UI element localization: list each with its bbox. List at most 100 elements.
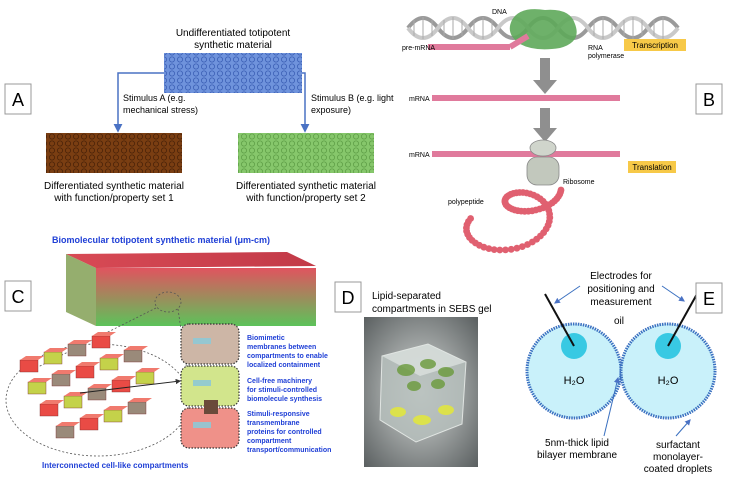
pre-mrna-strand-rise	[508, 33, 530, 50]
compartment-cube	[75, 365, 95, 379]
panel-d-letter: D	[342, 288, 355, 308]
pre-mrna-label: pre-mRNA	[402, 45, 435, 52]
gel-green-compartments	[397, 359, 454, 391]
compartment-cube	[67, 343, 87, 357]
mrna-label-1: mRNA	[409, 96, 430, 103]
bilayer-label-2: bilayer membrane	[537, 450, 617, 461]
electrodes-label-1: Electrodes for	[590, 271, 652, 282]
compartment-cube-top	[20, 356, 44, 360]
compartment-cube	[91, 335, 111, 349]
droplet-right	[619, 322, 717, 420]
electrode-wire-right	[667, 293, 698, 347]
gel-yellow-compartments	[390, 405, 454, 425]
compartment-cluster	[19, 332, 160, 439]
compartment-cube	[55, 425, 75, 439]
rna-polymerase-label-1: RNA	[588, 45, 603, 52]
compartment-cube	[135, 371, 155, 385]
top-material-label-1: Undifferentiated totipotent	[176, 28, 291, 39]
surfactant-label-1: surfactant	[656, 440, 700, 451]
compartment-cube-top	[68, 340, 92, 344]
differentiated-material-2	[238, 133, 374, 173]
stimulus-a-label-2: mechanical stress)	[123, 105, 198, 115]
ribosome-small-subunit	[529, 139, 557, 157]
amino-acid-bead	[507, 245, 515, 253]
amino-acid-bead	[513, 244, 521, 252]
stimulus-b-label-1: Stimulus B (e.g. light	[311, 93, 394, 103]
compartment-cube	[111, 379, 131, 393]
amino-acid-bead	[502, 246, 509, 254]
compartment-cube	[79, 417, 99, 431]
note-2-line-1: Cell-free machinery	[247, 378, 312, 385]
oil-label: oil	[614, 316, 624, 327]
mrna-strand-2	[432, 151, 620, 157]
zoom-source-circle	[154, 291, 182, 313]
material-block-side	[66, 254, 96, 326]
panel-a-letter-box	[4, 83, 32, 115]
compartment-cube	[43, 351, 63, 365]
note-1-line-1: Biomimetic	[247, 335, 285, 342]
compartment-cube-top	[104, 406, 128, 410]
polypeptide-label: polypeptide	[448, 199, 484, 206]
set-2-label-2: with function/property set 2	[245, 193, 366, 204]
panel-c-title: Biomolecular totipotent synthetic materi…	[52, 235, 270, 245]
machinery-glyph-2	[193, 380, 211, 386]
compartment-cube	[51, 373, 71, 387]
transcription-label: Transcription	[632, 41, 678, 50]
compartment-cube-top	[56, 422, 80, 426]
compartment-cube-top	[52, 370, 76, 374]
mrna-strand-1	[432, 95, 620, 101]
electrodes-label-2: positioning and	[587, 284, 654, 295]
surfactant-pointer	[675, 419, 691, 437]
panel-c: Biomolecular totipotent synthetic materi…	[4, 235, 331, 470]
compartment-cube-top	[92, 332, 116, 336]
machinery-glyph-3	[193, 422, 211, 428]
dna-label: DNA	[492, 9, 507, 16]
material-block-front	[96, 268, 316, 326]
panel-e: Electrodes for positioning and measureme…	[525, 271, 723, 475]
compartment-cube	[99, 357, 119, 371]
panel-a: Undifferentiated totipotent synthetic ma…	[4, 28, 394, 204]
stimulus-b-arrow	[300, 72, 310, 133]
note-3-line-3: proteins for controlled	[247, 429, 322, 436]
compartment-cube-top	[76, 362, 100, 366]
photo-caption-2: compartments in SEBS gel	[372, 304, 492, 315]
panel-c-letter: C	[12, 287, 25, 307]
differentiated-material-1	[46, 133, 182, 173]
amino-acid-bead	[524, 241, 531, 248]
bilayer-label-1: 5nm-thick lipid	[545, 438, 609, 449]
compartment-cube	[103, 409, 123, 423]
electrode-pointer-right	[661, 285, 685, 302]
electrodes-label-3: measurement	[590, 297, 651, 308]
ribosome-large-subunit	[526, 156, 560, 186]
note-2-line-2: for stimuli-controlled	[247, 387, 317, 394]
photo-caption-1: Lipid-separated	[372, 291, 441, 302]
polypeptide-chain	[463, 186, 565, 254]
note-1-line-3: compartments to enable	[247, 353, 328, 360]
panel-d-letter-box	[334, 281, 362, 313]
compartment-cube-top	[80, 414, 104, 418]
compartment-cube	[127, 401, 147, 415]
amino-acid-bead	[467, 215, 474, 222]
compartment-cube	[63, 395, 83, 409]
water-label-left: H₂O	[564, 375, 585, 387]
compartment-cube-top	[128, 398, 152, 402]
amino-acid-bead	[490, 246, 498, 254]
pre-mrna-strand	[428, 44, 510, 50]
ribosome-label: Ribosome	[563, 179, 595, 186]
material-block-top	[66, 252, 316, 268]
undifferentiated-material-block	[164, 53, 302, 93]
compartment-cube-top	[136, 368, 160, 372]
compartment-cube	[39, 403, 59, 417]
panel-a-letter: A	[12, 90, 24, 110]
surfactant-label-2: monolayer-	[653, 452, 703, 463]
panel-e-letter-box	[695, 282, 723, 314]
compartment-cube-top	[88, 384, 112, 388]
note-3-line-2: transmembrane	[247, 420, 300, 427]
electrode-pointer-left	[554, 285, 581, 304]
mrna-label-2: mRNA	[409, 152, 430, 159]
rna-polymerase-label-2: polymerase	[588, 53, 624, 60]
amino-acid-bead	[518, 243, 526, 251]
compartment-cube	[19, 359, 39, 373]
translation-label: Translation	[632, 163, 671, 172]
note-2-line-3: biomolecule synthesis	[247, 396, 322, 403]
